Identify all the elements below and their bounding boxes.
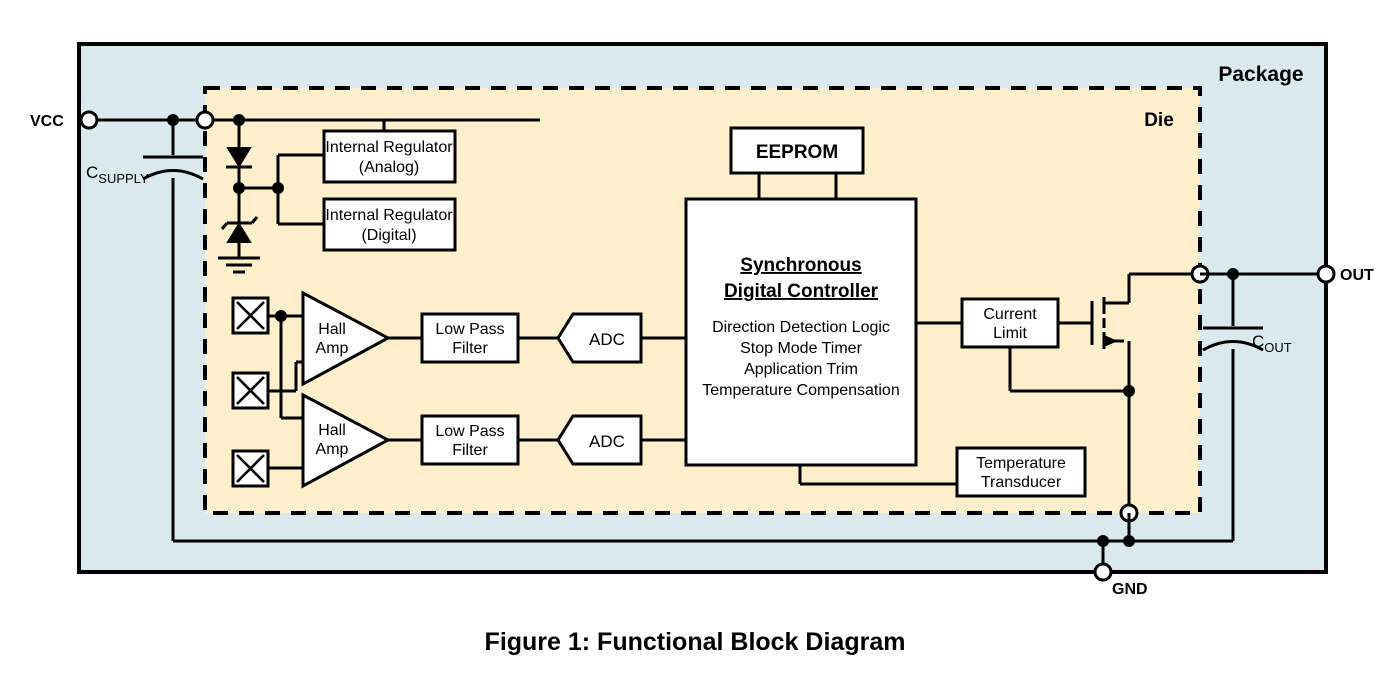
internal-regulator-digital-block: Internal Regulator (Digital) [322,197,457,252]
hall-amp-1-line2: Amp [316,340,349,357]
adc-1-block: ADC [556,312,686,364]
c-out-capacitor [1202,274,1264,541]
low-pass-filter-1-block: Low Pass Filter [420,312,560,364]
package-label: Package [1218,63,1303,86]
vcc-pin-label: VCC [30,113,64,130]
hall-element-wiring [268,310,303,470]
controller-feature-1: Stop Mode Timer [740,340,863,357]
hall-amp-1-line1: Hall [318,321,346,338]
adc-2-block: ADC [556,414,686,466]
low-pass-filter-2-block: Low Pass Filter [420,414,560,466]
low-pass-filter-1-line2: Filter [452,340,488,357]
controller-feature-3: Temperature Compensation [702,382,899,399]
controller-to-temperature-transducer-wire [798,465,957,486]
hall-amp-2-line1: Hall [318,422,346,439]
zener-diode-symbol [220,216,259,258]
controller-title-line1: Synchronous [740,255,861,276]
low-pass-filter-2-line1: Low Pass [435,423,504,440]
temperature-transducer-line1: Temperature [976,455,1066,472]
c-out-label: COUT [1252,332,1292,355]
controller-feature-2: Application Trim [744,361,858,378]
hall-amp-2-line2: Amp [316,441,349,458]
internal-regulator-digital-line2: (Digital) [361,227,416,244]
low-pass-filter-2-line2: Filter [452,442,488,459]
out-pin-package [1316,264,1336,284]
vcc-pin-package [79,110,99,130]
hall-amp-1-block: Hall Amp [301,290,422,387]
out-pin-label: OUT [1340,267,1374,284]
hall-element-2 [231,371,270,410]
gnd-pin-package [1093,562,1113,582]
hall-amp-2-block: Hall Amp [301,392,422,489]
hall-element-3 [231,449,270,488]
eeprom-block: EEPROM [729,126,865,199]
internal-regulator-analog-line2: (Analog) [359,159,419,176]
current-limit-line1: Current [983,306,1037,323]
current-sense-wire [1008,347,1135,397]
synchronous-digital-controller-block: Synchronous Digital Controller Direction… [684,197,918,467]
internal-regulator-analog-block: Internal Regulator (Analog) [322,129,457,184]
ground-symbol [218,256,260,274]
gnd-pin-label: GND [1112,581,1148,598]
eeprom-label: EEPROM [756,142,838,163]
adc-2-label: ADC [589,432,625,451]
current-limit-block: Current Limit [960,297,1060,349]
hall-element-1 [231,296,270,335]
regulator-feed-wires [239,120,386,226]
low-pass-filter-1-line1: Low Pass [435,321,504,338]
controller-title-line2: Digital Controller [724,281,879,302]
gnd-junction-right [1123,535,1135,547]
vcc-pin-die [195,110,215,130]
c-supply-capacitor [142,120,204,541]
vcc-protection-stack [218,120,260,274]
temperature-transducer-block: Temperature Transducer [955,446,1087,498]
internal-regulator-analog-line1: Internal Regulator [325,139,453,156]
controller-feature-0: Direction Detection Logic [712,319,890,336]
figure-caption: Figure 1: Functional Block Diagram [485,628,906,656]
current-limit-line2: Limit [993,325,1027,342]
die-label: Die [1144,110,1174,131]
current-sense-junction [1123,385,1135,397]
n-mosfet-symbol [1058,272,1195,513]
c-supply-label: CSUPPLY [86,163,149,186]
adc-1-label: ADC [589,330,625,349]
temperature-transducer-line2: Transducer [981,474,1062,491]
internal-regulator-digital-line1: Internal Regulator [325,207,453,224]
